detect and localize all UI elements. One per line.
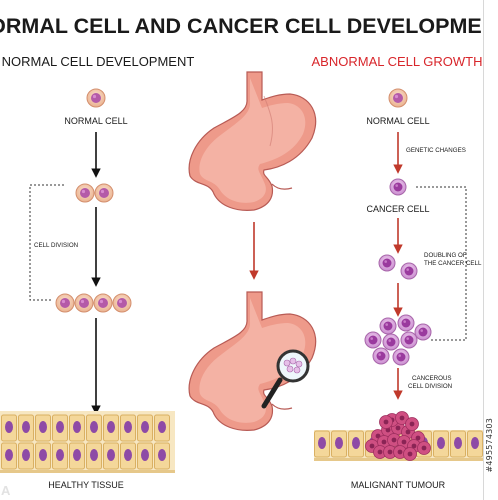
normal-cell-left [86, 88, 106, 108]
normal-cell-left-label: NORMAL CELL [64, 116, 127, 126]
cell-division-bracket [29, 184, 64, 301]
stock-id: #495574303 [485, 418, 494, 473]
stomach-top-image [188, 71, 317, 211]
cancer-cell-cluster [364, 314, 432, 366]
abnormal-division-bracket [416, 186, 467, 341]
watermark-logo: A [1, 483, 11, 498]
cancerous-label-line2: CELL DIVISION [408, 383, 452, 390]
diagram-title: NORMAL CELL AND CANCER CELL DEVELOPMENT [0, 14, 484, 38]
malignant-tumour-block [314, 411, 484, 461]
malignant-tumour-label: MALIGNANT TUMOUR [351, 480, 446, 490]
magnifier-icon [261, 349, 310, 409]
cancer-cell [389, 178, 407, 196]
cell-division-label: CELL DIVISION [34, 242, 78, 249]
normal-cell-right [388, 88, 408, 108]
abnormal-growth-header: ABNORMAL CELL GROWTH [312, 54, 483, 69]
four-cells-left [55, 293, 132, 313]
doubled-cancer-cells [378, 254, 418, 280]
cancerous-label-line1: CANCEROUS [412, 375, 452, 382]
diagram-canvas: NORMAL CELL AND CANCER CELL DEVELOPMENT … [0, 14, 484, 490]
doubling-label-line1: DOUBLING OF [424, 252, 467, 259]
doubling-label-line2: THE CANCER CELL [424, 260, 482, 267]
normal-cell-right-label: NORMAL CELL [366, 116, 429, 126]
two-cells-left [75, 183, 114, 203]
healthy-tissue-block [0, 411, 175, 473]
healthy-tissue-label: HEALTHY TISSUE [48, 480, 124, 490]
stomach-bottom-image [188, 291, 317, 431]
stock-id-strip: #495574303 [483, 0, 498, 500]
genetic-changes-label: GENETIC CHANGES [406, 147, 466, 154]
normal-development-header: NORMAL CELL DEVELOPMENT [2, 54, 195, 69]
cancer-cell-label: CANCER CELL [366, 204, 429, 214]
